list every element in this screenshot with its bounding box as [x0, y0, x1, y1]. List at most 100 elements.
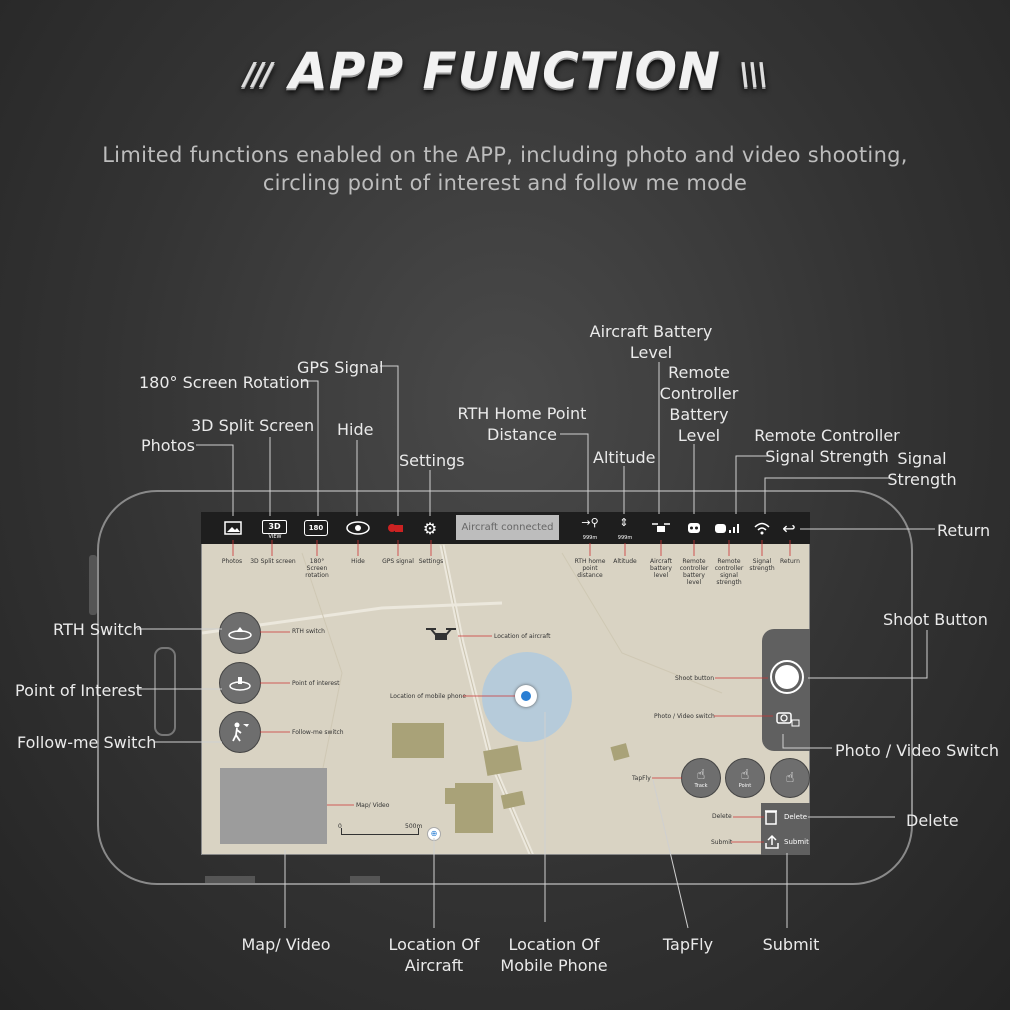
callout-gps: GPS Signal — [297, 358, 384, 377]
tiny-label-loc-phone: Location of mobile phone — [390, 693, 467, 700]
callout-return: Return — [937, 521, 991, 540]
gps-icon — [385, 512, 405, 544]
delete-button[interactable]: Delete — [764, 806, 809, 828]
tap-hand-icon: ☝ — [740, 767, 750, 783]
callout-rc-battery: Remote Controller Battery Level — [659, 363, 739, 445]
callout-follow: Follow-me Switch — [17, 733, 157, 752]
callout-loc-aircraft: Location Of Aircraft — [388, 935, 480, 975]
tiny-label-return: Return — [780, 558, 800, 565]
tapfly-track-button[interactable]: ☝Track — [681, 758, 721, 798]
shutter-icon — [775, 665, 799, 689]
tiny-label-submit: Submit — [711, 839, 733, 846]
follow-me-icon — [232, 722, 249, 742]
tiny-label-rotation: 180° Screen rotation — [305, 558, 329, 579]
aircraft-location-icon — [424, 626, 458, 644]
rth-distance-value: 999m — [582, 535, 598, 541]
tiny-label-signal: Signal strength — [749, 558, 775, 572]
shoot-button[interactable] — [770, 660, 804, 694]
tiny-label-loc-aircraft: Location of aircraft — [494, 633, 551, 640]
map-scale-bar — [341, 828, 419, 835]
page-title: /// APP FUNCTION \\\ — [0, 42, 1010, 100]
callout-delete: Delete — [906, 811, 959, 830]
callout-photos: Photos — [141, 436, 195, 455]
callout-poi: Point of Interest — [15, 681, 142, 700]
callout-tapfly: TapFly — [662, 935, 714, 954]
tiny-label-follow: Follow-me switch — [292, 729, 344, 736]
callout-3d-split: 3D Split Screen — [191, 416, 315, 435]
subtitle-line-1: Limited functions enabled on the APP, in… — [102, 143, 908, 167]
callout-signal: Signal Strength — [887, 449, 957, 489]
altitude-icon: ⇕ — [619, 515, 629, 529]
tiny-label-tapfly: TapFly — [632, 775, 651, 782]
tiny-label-photos: Photos — [221, 558, 243, 565]
title-slash-left: /// — [243, 57, 273, 92]
scale-start: 0 — [338, 823, 342, 830]
map-roads — [202, 544, 723, 854]
map-field — [445, 788, 463, 804]
tiny-label-split: 3D Split screen — [250, 558, 296, 565]
tap-hand-icon: ☝ — [696, 767, 706, 783]
callout-hide: Hide — [337, 420, 374, 439]
tap-hand-icon: ☝ — [785, 770, 795, 786]
tiny-label-rc-battery: Remote controller battery level — [679, 558, 709, 586]
callout-settings: Settings — [399, 451, 465, 470]
submit-button[interactable]: Submit — [764, 831, 809, 853]
poi-button[interactable] — [219, 662, 261, 704]
tiny-label-shoot: Shoot button — [675, 675, 715, 682]
photo-icon[interactable] — [222, 512, 244, 544]
callout-rth-distance: RTH Home Point Distance — [457, 404, 587, 444]
callout-rc-signal: Remote Controller Signal Strength — [754, 426, 900, 466]
home-distance-icon: →⚲ — [581, 515, 599, 529]
phone-bottom-button-2 — [350, 876, 380, 883]
tiny-label-settings: Settings — [418, 558, 444, 565]
robot-icon — [685, 512, 703, 544]
trash-icon — [765, 810, 777, 825]
tiny-label-altitude: Altitude — [613, 558, 637, 565]
rc-signal-icon — [714, 512, 742, 544]
callout-submit: Submit — [762, 935, 820, 954]
drone-icon — [650, 512, 672, 544]
subtitle-line-2: circling point of interest and follow me… — [262, 171, 748, 195]
gear-icon[interactable]: ⚙ — [422, 518, 438, 538]
map-field — [392, 723, 444, 758]
tiny-label-aircraft-battery: Aircraft battery level — [650, 558, 672, 579]
phone-home-button — [154, 647, 176, 736]
callout-altitude: Altitude — [593, 448, 656, 467]
scale-end: 500m — [405, 823, 423, 830]
callout-rth-switch: RTH Switch — [53, 620, 143, 639]
callout-rotation: 180° Screen Rotation — [139, 373, 310, 392]
tiny-label-rth-switch: RTH switch — [292, 628, 325, 635]
tapfly-point-button[interactable]: ☝Point — [725, 758, 765, 798]
tiny-label-photo-video: Photo / Video switch — [654, 713, 715, 720]
upload-icon — [765, 834, 779, 849]
title-text: APP FUNCTION — [289, 42, 721, 100]
callout-loc-phone: Location Of Mobile Phone — [500, 935, 608, 975]
rotate-180-icon[interactable]: 180 — [304, 520, 328, 536]
callout-aircraft-battery: Aircraft Battery Level — [589, 322, 713, 362]
camera-switch-icon[interactable] — [775, 708, 801, 728]
follow-me-button[interactable] — [219, 711, 261, 753]
tiny-label-rc-signal: Remote controller signal strength — [714, 558, 744, 586]
tapfly-mode-button[interactable]: ☝ — [770, 758, 810, 798]
altitude-value: 999m — [617, 535, 633, 541]
connection-status: Aircraft connected — [456, 515, 559, 540]
phone-side-button — [89, 555, 97, 615]
rth-icon — [228, 627, 252, 640]
map-video-thumbnail[interactable] — [220, 768, 327, 844]
tiny-label-poi: Point of interest — [292, 680, 340, 687]
tiny-label-hide: Hide — [351, 558, 365, 565]
3d-view-sub: VIEW — [268, 534, 282, 540]
eye-icon[interactable] — [345, 512, 371, 544]
rth-switch-button[interactable] — [219, 612, 261, 654]
tiny-label-rth: RTH home point distance — [574, 558, 606, 579]
return-arrow-icon[interactable]: ↩ — [782, 518, 796, 538]
wifi-icon — [752, 512, 772, 544]
callout-shoot: Shoot Button — [883, 610, 988, 629]
3d-view-icon[interactable]: 3D — [262, 520, 287, 534]
phone-location-marker — [515, 685, 537, 707]
tiny-label-gps: GPS signal — [382, 558, 414, 565]
callout-photo-video: Photo / Video Switch — [835, 741, 1000, 760]
phone-outline — [97, 490, 913, 885]
title-slash-right: \\\ — [739, 57, 768, 92]
